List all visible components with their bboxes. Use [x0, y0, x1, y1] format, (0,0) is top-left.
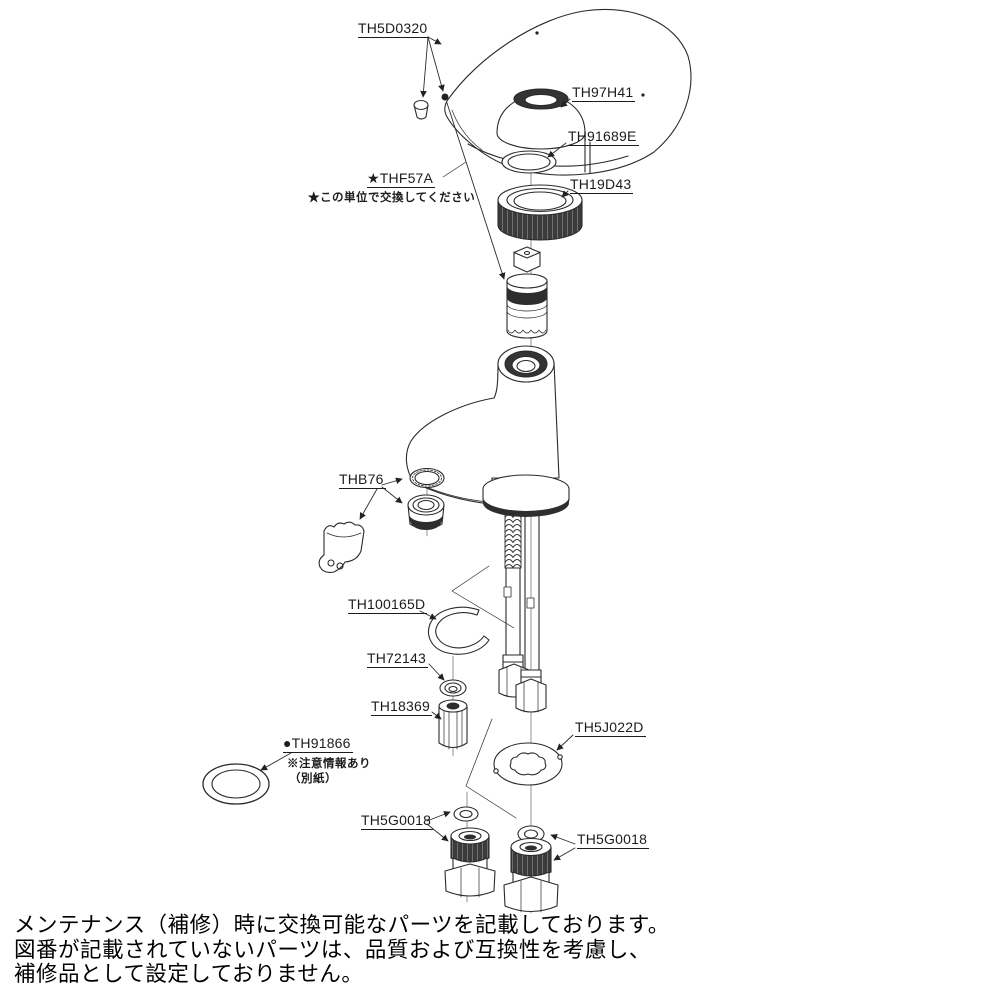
valve-cartridge [506, 246, 548, 339]
base-packing-note-1: ※注意情報あり [287, 758, 371, 770]
footer-line-3: 補修品として設定しておりません。 [14, 962, 364, 986]
part-label-flange-washer: TH5J022D [575, 719, 646, 737]
part-label-valve-ring: TH19D43 [570, 176, 634, 194]
base-packing-ring [202, 763, 270, 805]
flange-washer-plate [493, 742, 563, 786]
faucet-body [405, 345, 570, 517]
part-label-spacer: TH18369 [371, 698, 432, 716]
valve-ring-nut [497, 184, 583, 241]
part-label-small-washer: TH72143 [367, 650, 428, 668]
part-label-handle: TH5D0320 [358, 20, 430, 38]
supply-pipes [498, 495, 547, 713]
pipe-clip [428, 606, 490, 655]
part-label-aerator: THB76 [339, 471, 386, 489]
small-washer [439, 679, 467, 697]
part-label-base-packing: ●TH91866 [283, 735, 353, 753]
footer-line-2: 図番が記載されていないパーツは、品質および互換性を考慮し、 [14, 937, 651, 962]
base-packing-note-2: （別紙） [289, 773, 337, 785]
leader-arrows [260, 36, 576, 861]
aerator-parts [318, 467, 445, 573]
part-label-o-ring: TH91689E [568, 128, 639, 146]
handle-cap [496, 88, 586, 150]
footer-note: メンテナンス（補修）時に交換可能なパーツを記載しております。 図番が記載されてい… [14, 913, 670, 987]
o-ring [501, 150, 557, 174]
spacer-sleeve [438, 699, 468, 750]
part-label-fitting-right: TH5G0018 [577, 831, 650, 849]
assembly-pointer-lines [451, 565, 517, 819]
part-label-pipe-clip: TH100165D [348, 596, 428, 614]
part-label-fitting-left: TH5G0018 [361, 812, 434, 830]
part-label-cap: TH97H41 [572, 84, 636, 102]
cartridge-note: ★この単位で交換してください [308, 192, 476, 204]
supply-fitting-right [503, 825, 559, 913]
part-label-cartridge: ★THF57A [367, 170, 436, 188]
footer-line-1: メンテナンス（補修）時に交換可能なパーツを記載しております。 [14, 913, 670, 937]
supply-fitting-left [444, 806, 496, 898]
